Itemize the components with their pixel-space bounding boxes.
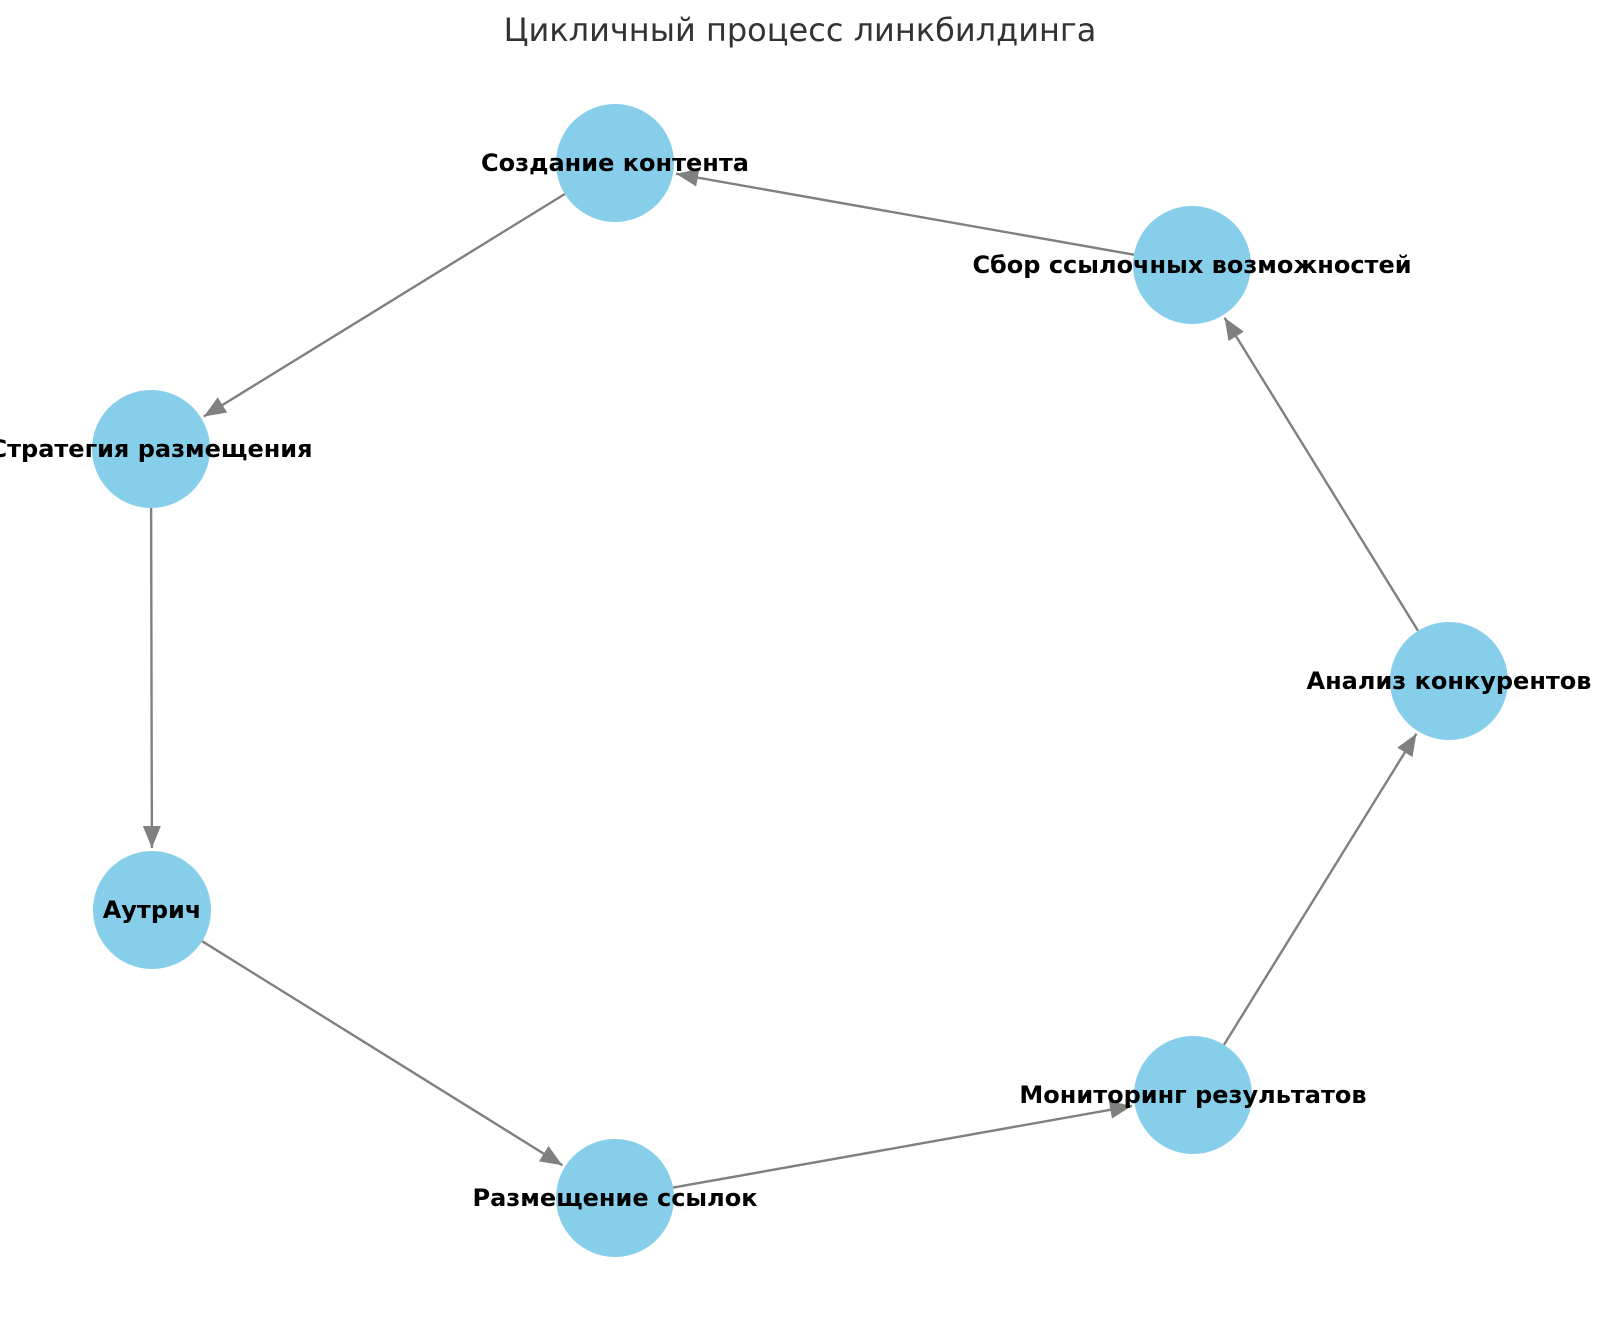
edge-competitor_analysis-to-link_opportunities xyxy=(1223,317,1420,632)
node-label-placement_strategy: Стратегия размещения xyxy=(0,435,313,463)
edge-content_creation-to-placement_strategy xyxy=(203,192,566,418)
edges-layer xyxy=(142,168,1420,1189)
edge-link_opportunities-to-content_creation xyxy=(675,168,1135,256)
edge-outreach-to-link_placement xyxy=(201,940,564,1167)
node-link_placement xyxy=(556,1139,674,1257)
node-competitor_analysis xyxy=(1390,622,1508,740)
node-outreach xyxy=(93,851,211,969)
edge-results_monitoring-to-competitor_analysis xyxy=(1222,733,1418,1046)
node-label-competitor_analysis: Анализ конкурентов xyxy=(1307,667,1592,695)
node-label-outreach: Аутрич xyxy=(103,896,202,924)
node-label-results_monitoring: Мониторинг результатов xyxy=(1019,1081,1366,1109)
node-content_creation xyxy=(556,104,674,222)
node-label-link_opportunities: Сбор ссылочных возможностей xyxy=(972,251,1411,279)
nodes-layer xyxy=(92,104,1508,1257)
edge-placement_strategy-to-outreach xyxy=(142,507,161,849)
node-results_monitoring xyxy=(1134,1036,1252,1154)
node-label-content_creation: Создание контента xyxy=(481,149,749,177)
node-placement_strategy xyxy=(92,390,210,508)
edge-link_placement-to-results_monitoring xyxy=(672,1100,1133,1189)
node-label-link_placement: Размещение ссылок xyxy=(473,1184,758,1212)
node-link_opportunities xyxy=(1133,206,1251,324)
diagram-title: Цикличный процесс линкбилдинга xyxy=(503,11,1097,49)
